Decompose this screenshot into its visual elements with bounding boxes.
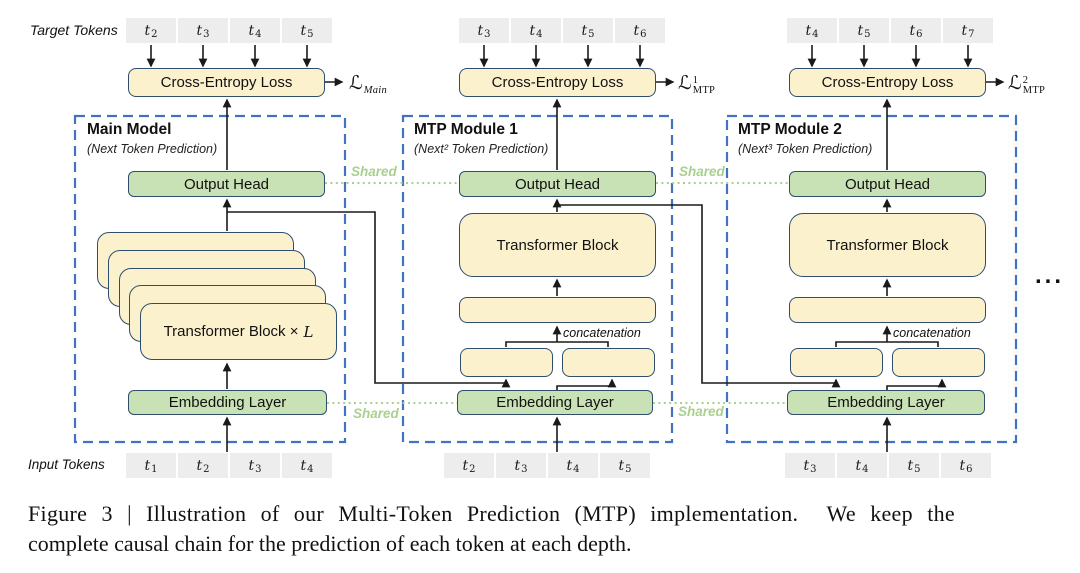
module-borders [73, 114, 1018, 444]
embedding-layer-mtp1: Embedding Layer [457, 390, 653, 415]
main-model-title: Main Model [87, 121, 172, 138]
output-head-main: Output Head [128, 171, 325, 197]
embedding-layer-main: Embedding Layer [128, 390, 327, 415]
rmsnorm-right-mtp1 [562, 348, 655, 377]
embedding-layer-mtp2: Embedding Layer [787, 390, 985, 415]
depth-variable: L [303, 322, 314, 341]
cross-entropy-loss-mtp1: Cross-Entropy Loss [459, 68, 656, 97]
input-tokens-label: Input Tokens [28, 457, 105, 472]
target-tokens-label: Target Tokens [30, 22, 118, 38]
figure-caption: Figure 3 | Illustration of our Multi-Tok… [28, 499, 955, 559]
connector-arrows [146, 45, 1005, 452]
main-model-subtitle: (Next Token Prediction) [87, 142, 218, 156]
causal-link-main-to-mtp1 [227, 211, 511, 388]
shared-dotted-lines [325, 182, 789, 404]
mtp1-title: MTP Module 1 [414, 121, 518, 138]
concat-join-2 [835, 341, 939, 347]
mtp1-border [401, 114, 674, 444]
causal-link-mtp1-to-mtp2 [557, 204, 841, 388]
script-l: ℒ [1008, 71, 1022, 94]
script-l: ℒ [678, 71, 692, 94]
linear-projection-mtp1 [459, 297, 656, 323]
cross-entropy-loss-mtp2: Cross-Entropy Loss [789, 68, 986, 97]
transformer-block-mtp2: Transformer Block [789, 213, 986, 277]
caption-line-2: complete causal chain for the prediction… [28, 531, 632, 556]
concatenation-label: concatenation [893, 326, 971, 340]
script-l: ℒ [349, 71, 363, 94]
shared-label: Shared [353, 406, 399, 421]
loss-label-main: ℒ Main [349, 71, 388, 96]
rmsnorm-left-mtp2 [790, 348, 883, 377]
main-model-border [73, 114, 347, 444]
mtp2-subtitle: (Next³ Token Prediction) [738, 142, 873, 156]
rmsnorm-right-mtp2 [892, 348, 985, 377]
caption-line-1: Figure 3 | Illustration of our Multi-Tok… [28, 501, 955, 526]
cross-entropy-loss-main: Cross-Entropy Loss [128, 68, 325, 97]
linear-projection-mtp2 [789, 297, 986, 323]
ellipsis: ... [1035, 262, 1065, 289]
transformer-block-stack: Transformer Block ×L [140, 303, 337, 360]
mtp2-title: MTP Module 2 [738, 121, 842, 138]
output-head-mtp2: Output Head [789, 171, 986, 197]
concat-join-1 [505, 341, 609, 347]
transformer-block-mtp1: Transformer Block [459, 213, 656, 277]
shared-label: Shared [679, 164, 725, 179]
shared-label: Shared [351, 164, 397, 179]
mtp1-subtitle: (Next² Token Prediction) [414, 142, 549, 156]
shared-label: Shared [678, 404, 724, 419]
concatenation-label: concatenation [563, 326, 641, 340]
rmsnorm-left-mtp1 [460, 348, 553, 377]
mtp2-border [725, 114, 1018, 444]
output-head-mtp1: Output Head [459, 171, 656, 197]
